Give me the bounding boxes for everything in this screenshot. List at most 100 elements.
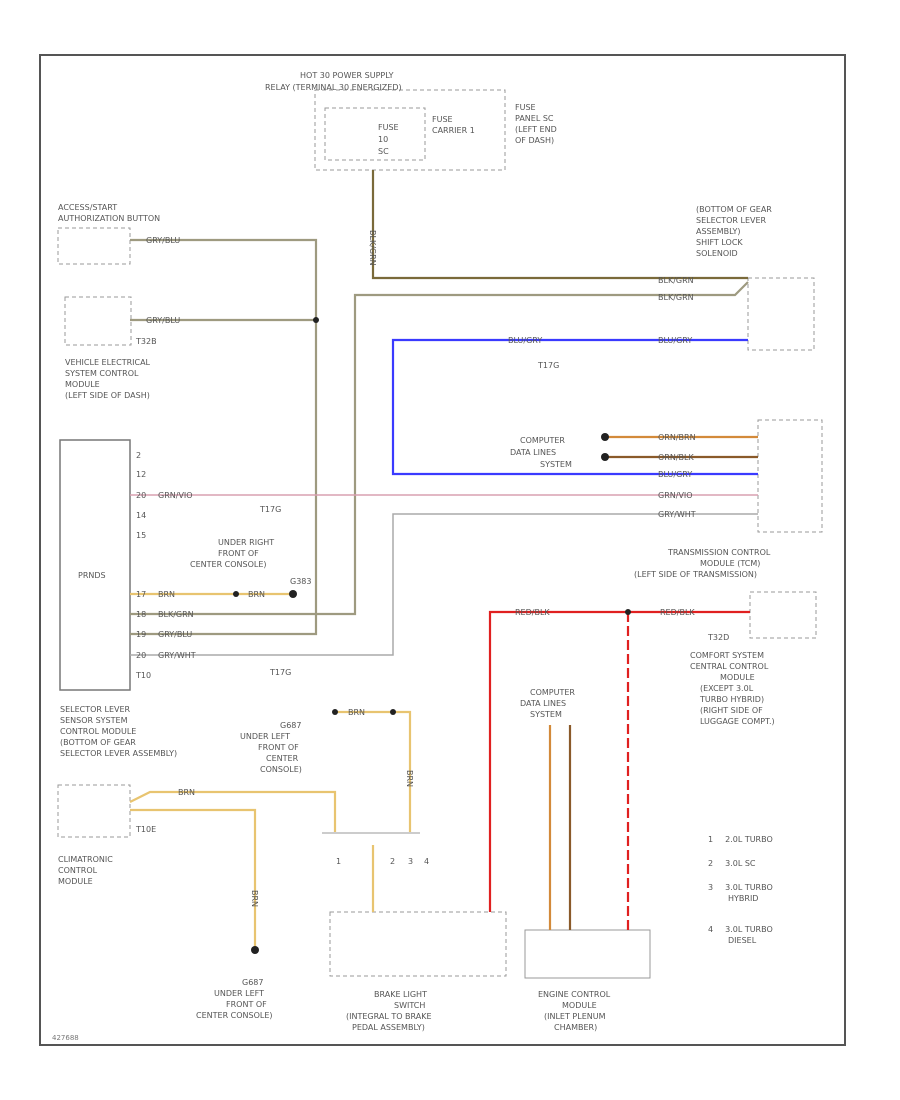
svg-text:T10: T10: [135, 671, 151, 680]
splice-dot: [390, 709, 396, 715]
wire-red: [488, 610, 750, 912]
svg-text:GRY/BLU: GRY/BLU: [158, 630, 192, 639]
vescm-conn-label: T32B: [135, 337, 157, 346]
svg-text:20: 20: [136, 651, 146, 660]
wire-selector-2: [130, 808, 257, 950]
svg-text:BRN: BRN: [248, 590, 265, 599]
svg-text:12: 12: [136, 470, 146, 479]
splice-dot: [601, 453, 609, 461]
svg-text:BLU/GRY: BLU/GRY: [658, 470, 692, 479]
variant-pin-numbers: 1 2 3 4: [336, 857, 429, 866]
svg-text:12.0L TURBO: 12.0L TURBO: [708, 835, 773, 844]
svg-text:3: 3: [408, 857, 413, 866]
wire-color-labels: GRY/BLU GRY/BLU BLK/GRN BLK/GRN BLK/GRN …: [146, 230, 696, 907]
tcm-top-box: [757, 419, 823, 533]
prnds-box: [59, 439, 131, 691]
wire-blue: [391, 338, 758, 476]
wire-g687: [335, 710, 412, 832]
svg-text:BRN: BRN: [178, 788, 195, 797]
svg-text:4: 4: [424, 857, 429, 866]
splice-dots: [233, 317, 631, 954]
prnds-pins: 2 12 20 14 15 17 18 19 20 T10: [135, 451, 151, 680]
svg-text:2: 2: [390, 857, 395, 866]
connector-label: T17G: [537, 361, 559, 370]
relay-box: [314, 89, 506, 171]
svg-text:BRN: BRN: [405, 770, 414, 787]
svg-text:HYBRID: HYBRID: [728, 894, 758, 903]
wire-selector: [129, 790, 337, 832]
relay-label: HOT 30 POWER SUPPLY: [300, 71, 394, 80]
svg-text:2: 2: [136, 451, 141, 460]
diagram-frame: [39, 54, 846, 1046]
svg-text:18: 18: [136, 610, 146, 619]
splice-dot: [601, 433, 609, 441]
svg-text:GRY/BLU: GRY/BLU: [146, 236, 180, 245]
shift-lock-box: [747, 277, 815, 351]
svg-text:BRN: BRN: [158, 590, 175, 599]
svg-text:BLU/GRY: BLU/GRY: [508, 336, 542, 345]
wire-access: [130, 238, 318, 636]
wire-layer: [129, 170, 758, 950]
svg-text:BLK/GRN: BLK/GRN: [658, 293, 694, 302]
ecm-box: [524, 929, 651, 979]
svg-text:BLK/GRN: BLK/GRN: [658, 276, 694, 285]
svg-text:BRN: BRN: [348, 708, 365, 717]
svg-text:GRN/VIO: GRN/VIO: [658, 491, 693, 500]
svg-text:BRN: BRN: [250, 890, 259, 907]
svg-text:14: 14: [136, 511, 146, 520]
svg-text:20: 20: [136, 491, 146, 500]
svg-text:ORN/BRN: ORN/BRN: [658, 433, 696, 442]
access-start-box: [57, 227, 131, 265]
tcm-box: [749, 591, 817, 639]
splice-dot: [251, 946, 259, 954]
selector-conn-label: T10E: [135, 825, 156, 834]
svg-text:33.0L TURBO: 33.0L TURBO: [708, 883, 773, 892]
svg-text:15: 15: [136, 531, 146, 540]
svg-text:DIESEL: DIESEL: [728, 936, 757, 945]
splice-dot: [625, 609, 631, 615]
prnds-label: PRNDS: [78, 571, 106, 580]
splice-dot: [289, 590, 297, 598]
fuse-box: [324, 107, 426, 161]
tcm-conn-label: T32D: [707, 633, 729, 642]
figure-id: 427688: [52, 1034, 79, 1042]
wire-relay-shift: [371, 170, 748, 280]
splice-dot: [313, 317, 319, 323]
wire-shift-branch: [130, 281, 749, 616]
wire-gray: [130, 513, 758, 656]
svg-text:BLK/GRN: BLK/GRN: [158, 610, 194, 619]
brake-switch-box: [329, 911, 507, 977]
svg-text:17: 17: [136, 590, 146, 599]
svg-text:1: 1: [336, 857, 341, 866]
svg-text:RED/BLK: RED/BLK: [660, 608, 695, 617]
svg-text:ORN/BLK: ORN/BLK: [658, 453, 694, 462]
svg-text:23.0L SC: 23.0L SC: [708, 859, 756, 868]
selector-sensor-box: [57, 784, 131, 838]
svg-text:RED/BLK: RED/BLK: [515, 608, 550, 617]
splice-dot: [332, 709, 338, 715]
relay-label: RELAY (TERMINAL 30 ENERGIZED): [265, 83, 402, 92]
svg-text:BLK/GRN: BLK/GRN: [368, 230, 377, 266]
svg-text:GRY/WHT: GRY/WHT: [658, 510, 696, 519]
ground-g1-tag: G383: [290, 577, 311, 586]
svg-text:43.0L TURBO: 43.0L TURBO: [708, 925, 773, 934]
connector-label: T17G: [259, 505, 281, 514]
connector-label: T17G: [269, 668, 291, 677]
